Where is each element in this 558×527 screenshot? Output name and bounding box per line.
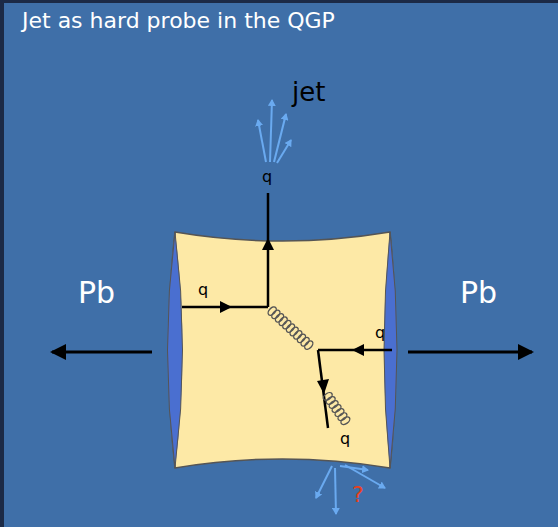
question-mark: ? <box>352 482 364 507</box>
quark-label: q <box>262 168 272 186</box>
panel-title: Jet as hard probe in the QGP <box>22 8 335 33</box>
nucleus-label: Pb <box>460 276 497 311</box>
quark-label: q <box>198 281 208 299</box>
jet-label: jet <box>292 78 325 108</box>
quark-label: q <box>340 430 350 448</box>
nucleus-label: Pb <box>78 276 115 311</box>
quark-label: q <box>375 324 385 342</box>
